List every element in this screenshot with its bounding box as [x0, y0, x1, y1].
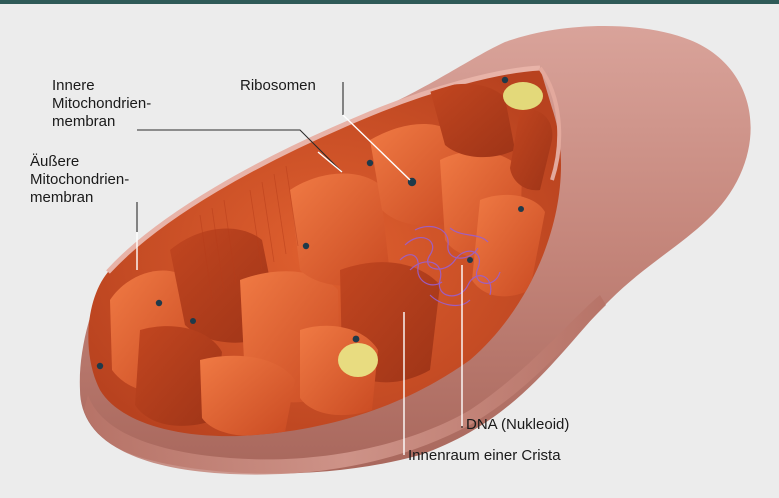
- label-inner-membrane-line-3: membran: [52, 113, 151, 131]
- label-inner-membrane-line-1: Innere: [52, 77, 151, 95]
- label-crista-space: Innenraum einer Crista: [408, 447, 561, 465]
- label-outer-membrane-line-3: membran: [30, 189, 129, 207]
- matrix-granule: [338, 343, 378, 377]
- label-inner-membrane: Innere Mitochondrien- membran: [52, 77, 151, 131]
- label-ribosomes: Ribosomen: [240, 77, 316, 95]
- matrix-granule: [503, 82, 543, 110]
- label-dna: DNA (Nukleoid): [466, 416, 569, 434]
- label-outer-membrane-line-1: Äußere: [30, 153, 129, 171]
- label-inner-membrane-line-2: Mitochondrien-: [52, 95, 151, 113]
- label-outer-membrane: Äußere Mitochondrien- membran: [30, 153, 129, 207]
- label-outer-membrane-line-2: Mitochondrien-: [30, 171, 129, 189]
